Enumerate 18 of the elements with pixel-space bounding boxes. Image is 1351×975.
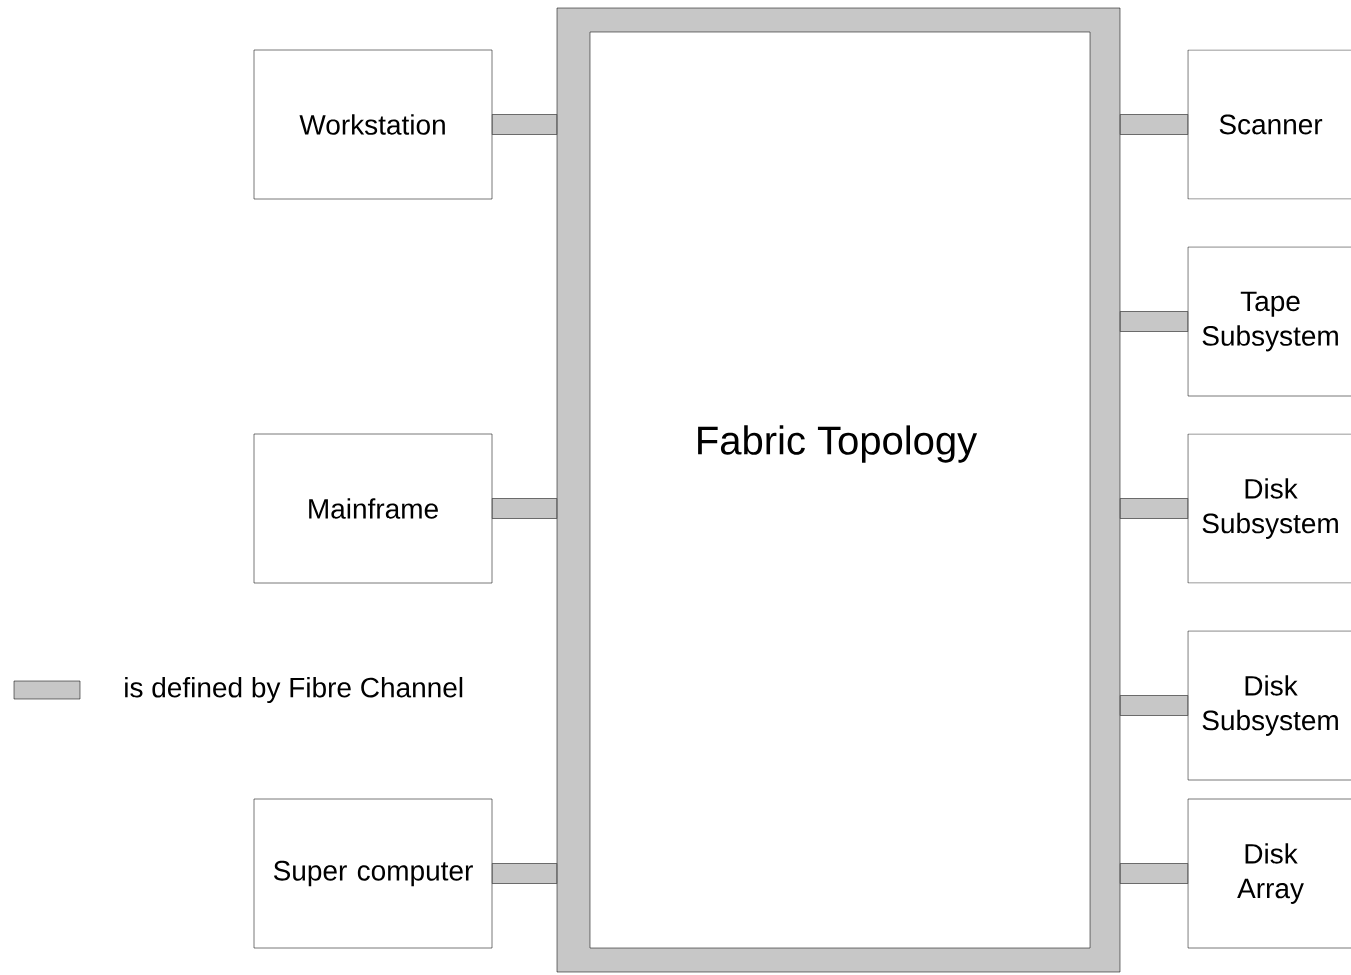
device-box: Disk Array — [1187, 798, 1351, 949]
connector-bar — [1120, 498, 1188, 519]
legend-text: is defined by Fibre Channel — [125, 676, 463, 704]
connector-bar — [1120, 695, 1188, 716]
device-box: Workstation — [253, 49, 493, 200]
connector-bar — [492, 114, 557, 135]
device-box: Mainframe — [253, 433, 493, 584]
connector-bar — [1120, 311, 1188, 332]
device-box: Disk Subsystem — [1187, 630, 1351, 781]
device-box: Tape Subsystem — [1187, 246, 1351, 397]
connector-bar — [1120, 863, 1188, 884]
device-box: Disk Subsystem — [1187, 433, 1351, 584]
connector-bar — [492, 498, 557, 519]
connector-bar — [492, 863, 557, 884]
device-box: Super computer — [253, 798, 493, 949]
connector-bar — [1120, 114, 1188, 135]
device-box: Scanner — [1187, 49, 1351, 200]
fabric-box: Fabric Topology — [556, 7, 1121, 973]
